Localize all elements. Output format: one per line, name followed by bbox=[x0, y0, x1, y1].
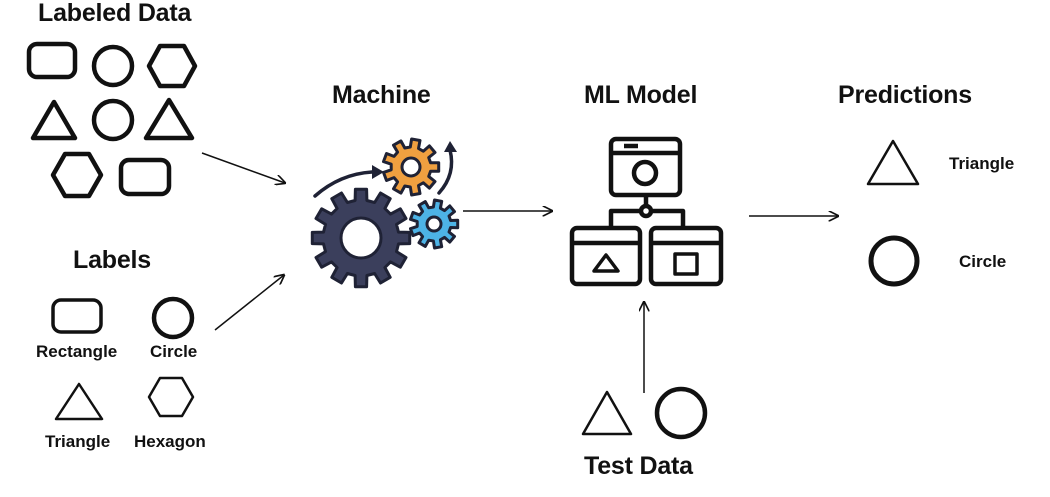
blue-gear-icon bbox=[409, 198, 460, 250]
rounded-rectangle-shape bbox=[26, 41, 78, 80]
prediction-circle-label: Circle bbox=[959, 252, 1007, 271]
model-node-icon bbox=[638, 203, 654, 219]
hexagon-label-shape bbox=[147, 376, 195, 418]
machine-gears-icon bbox=[310, 137, 460, 289]
model-right-window bbox=[648, 225, 724, 287]
circle-shape bbox=[91, 98, 135, 142]
prediction-triangle-shape bbox=[866, 139, 920, 186]
prediction-shapes bbox=[866, 139, 920, 287]
triangle-shape bbox=[143, 97, 195, 141]
predictions-heading: Predictions bbox=[838, 81, 972, 109]
motion-arrow-icon bbox=[437, 148, 454, 195]
arrow-labeled-data-to-machine bbox=[201, 152, 285, 183]
circle-label-shape bbox=[151, 296, 195, 340]
large-gear-icon bbox=[310, 187, 412, 289]
circle-shape bbox=[91, 44, 135, 88]
hexagon-label: Hexagon bbox=[134, 432, 206, 451]
gear-hole bbox=[400, 156, 422, 178]
motion-arrowhead-icon bbox=[444, 141, 457, 152]
prediction-triangle-label: Triangle bbox=[949, 154, 1015, 173]
triangle-label-shape bbox=[54, 382, 104, 421]
labels-heading: Labels bbox=[73, 246, 151, 274]
camera-lens-icon bbox=[631, 159, 659, 187]
triangle-label: Triangle bbox=[45, 432, 111, 451]
motion-arrowhead-icon bbox=[372, 165, 384, 179]
hexagon-shape bbox=[146, 43, 198, 89]
motion-arrow-icon bbox=[313, 170, 374, 198]
rounded-rectangle-shape bbox=[118, 157, 172, 197]
label-shapes bbox=[51, 296, 195, 421]
labeled-data-shapes bbox=[26, 41, 198, 199]
orange-gear-icon bbox=[382, 137, 441, 197]
gear-hole bbox=[339, 216, 383, 260]
hexagon-shape bbox=[50, 151, 104, 199]
labeled-data-heading: Labeled Data bbox=[38, 0, 192, 27]
square-output-icon bbox=[673, 252, 699, 276]
model-top-window bbox=[608, 136, 683, 198]
flow-arrows bbox=[201, 152, 838, 393]
gear-hole bbox=[425, 215, 443, 233]
test-data-heading: Test Data bbox=[584, 452, 693, 480]
model-hierarchy-icon bbox=[569, 136, 724, 287]
rectangle-label-shape bbox=[51, 298, 103, 334]
ml-model-heading: ML Model bbox=[584, 81, 698, 109]
triangle-shape bbox=[30, 99, 78, 141]
triangle-output-icon bbox=[592, 253, 620, 273]
machine-heading: Machine bbox=[332, 81, 431, 109]
model-left-window bbox=[569, 225, 643, 287]
arrow-labels-to-machine bbox=[214, 275, 284, 331]
prediction-circle-shape bbox=[868, 235, 920, 287]
rectangle-label: Rectangle bbox=[36, 342, 118, 361]
test-triangle-shape bbox=[581, 390, 633, 436]
circle-label: Circle bbox=[150, 342, 198, 361]
test-circle-shape bbox=[654, 386, 708, 440]
test-data-shapes bbox=[581, 386, 708, 440]
